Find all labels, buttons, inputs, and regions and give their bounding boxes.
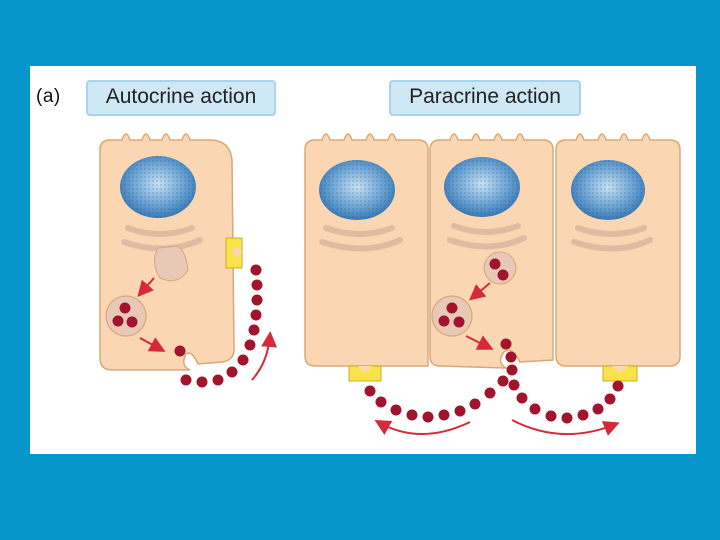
secretory-vesicle-icon (105, 295, 147, 337)
golgi-icon (571, 225, 653, 252)
receptor-icon (602, 365, 638, 382)
curved-arrow-icon (511, 419, 620, 436)
budding-vesicle (154, 245, 189, 282)
paracrine-title: Paracrine action (389, 80, 581, 116)
paracrine-hormone-trail-right (508, 379, 624, 424)
panel-label: (a) (36, 86, 61, 107)
arrow-to-exocytosis (139, 337, 166, 352)
golgi-icon (447, 223, 527, 250)
paracrine-cell-middle (429, 133, 554, 369)
paracrine-hormone-trail-left (364, 364, 518, 423)
autocrine-cell (99, 133, 243, 371)
autocrine-hormone-trail (180, 264, 263, 388)
secretory-vesicle-icon (431, 295, 473, 337)
paracrine-cell-left (304, 133, 429, 382)
autocrine-title: Autocrine action (86, 80, 276, 116)
golgi-icon (319, 225, 403, 252)
paracrine-cell-right (555, 133, 681, 382)
arrow-to-exocytosis (465, 335, 494, 350)
arrow-to-vesicle (468, 282, 491, 301)
curved-arrow-icon (251, 331, 278, 381)
arrow-to-vesicle (137, 277, 155, 298)
hormone-molecule-icon (180, 374, 192, 386)
receptor-icon (225, 237, 243, 269)
receptor-icon (348, 365, 382, 382)
curved-arrow-icon (374, 420, 471, 435)
